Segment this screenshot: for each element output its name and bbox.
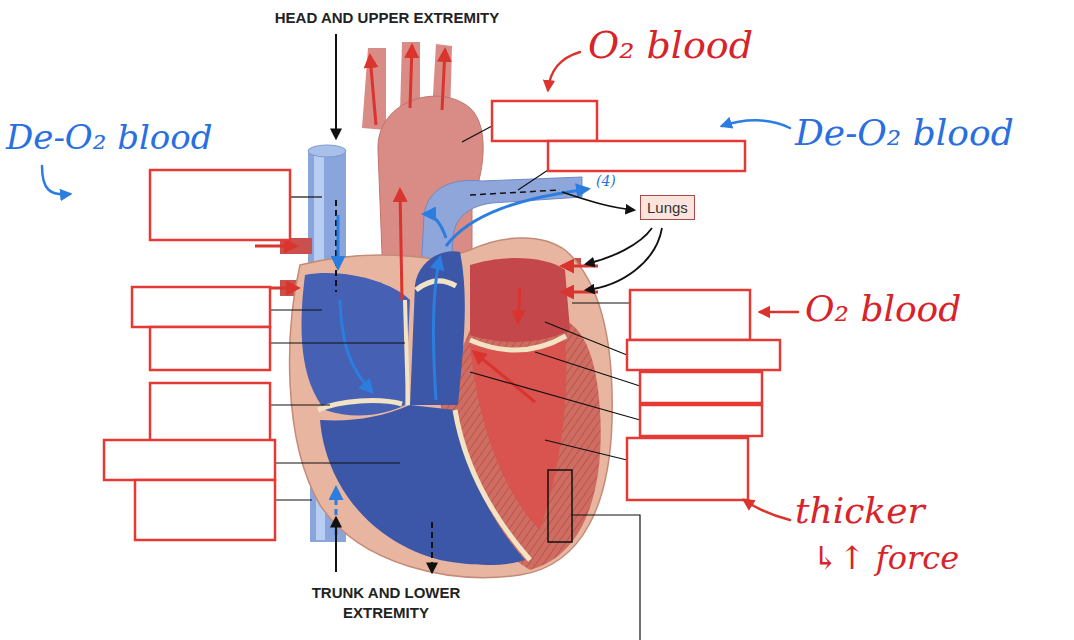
answer-box [150,327,270,370]
leader-line [290,196,322,197]
answer-box [548,141,745,171]
leader-line [270,342,405,343]
answer-box [492,101,597,141]
answer-box [132,287,270,327]
leader-line [270,309,322,310]
blue-flow-arrow [340,300,372,392]
handwritten-arrow [42,166,70,194]
leader-line [470,372,640,420]
magnify-leader [572,515,640,640]
inflow-arrow [335,34,337,138]
red-flow-arrow [474,352,535,402]
answer-box [627,340,780,370]
aortic-branch [362,48,386,130]
leader-line [535,352,640,386]
region-label: HEAD AND UPPER EXTREMITY [272,9,502,26]
lung-arrow [586,228,662,290]
right-atrium [302,273,410,415]
left-atrium [470,258,570,342]
left-ventricle [470,340,566,530]
red-flow-arrow [400,190,402,300]
lung-arrow [586,228,652,264]
node-label: Lungs [647,199,688,216]
magnify-frame [548,470,572,542]
handwritten-arrow [722,120,790,128]
handwritten-note: O₂ blood [588,24,753,68]
handwritten-note: thicker [795,490,925,531]
lung-arrow [562,192,634,210]
red-flow-arrow [410,46,412,108]
blue-flow-arrow [433,258,440,400]
inflow-arrow [335,518,337,572]
atrial-wall [405,300,408,405]
leader-line [518,170,548,190]
leader-line [545,440,627,460]
answer-box [104,440,275,480]
red-flow-arrow [562,291,598,294]
answer-box [135,480,275,540]
lungs-box: Lungs [640,195,695,220]
leader-line [545,322,627,355]
answer-box [150,170,290,240]
heart-outline [290,238,613,578]
handwritten-arrow [760,311,798,314]
region-label: TRUNK AND LOWER EXTREMITY [286,583,486,623]
red-flow-arrow [518,288,520,322]
handwritten-arrow [744,500,790,520]
mitral-valve [470,336,566,350]
red-flow-arrow [370,56,376,125]
leader-line [572,302,630,303]
red-flow-arrow [255,245,296,248]
answer-box [630,290,750,340]
vessel-opening [308,145,346,157]
answer-box [627,438,748,500]
blue-flow-arrow [424,214,446,238]
leader-lines [270,126,640,500]
blue-flow-arrow [337,215,340,268]
flow-dash [470,190,560,195]
leader-line [275,462,400,463]
handwritten-note: O₂ blood [805,288,961,329]
right-outflow [410,251,465,405]
answer-box [150,383,270,445]
callout-number: (4) [596,173,616,189]
red-flow-arrow [562,265,598,268]
handwritten-note: De-O₂ blood [6,118,213,157]
handwritten-note: De-O₂ blood [795,112,1014,153]
blue-flow-arrow [446,189,588,246]
leader-line [270,404,330,405]
outflow-arrow [431,522,433,572]
handwritten-note: ↳↑ force [812,540,959,577]
leader-line [275,499,312,500]
answer-box [640,405,762,436]
handwritten-arrow [548,52,580,90]
leader-line [462,126,492,142]
tricuspid-valve [318,401,402,410]
answer-boxes [104,101,780,540]
septum [455,410,530,560]
flow-dash [335,200,337,292]
answer-box [640,372,762,403]
red-flow-arrow [442,50,445,110]
